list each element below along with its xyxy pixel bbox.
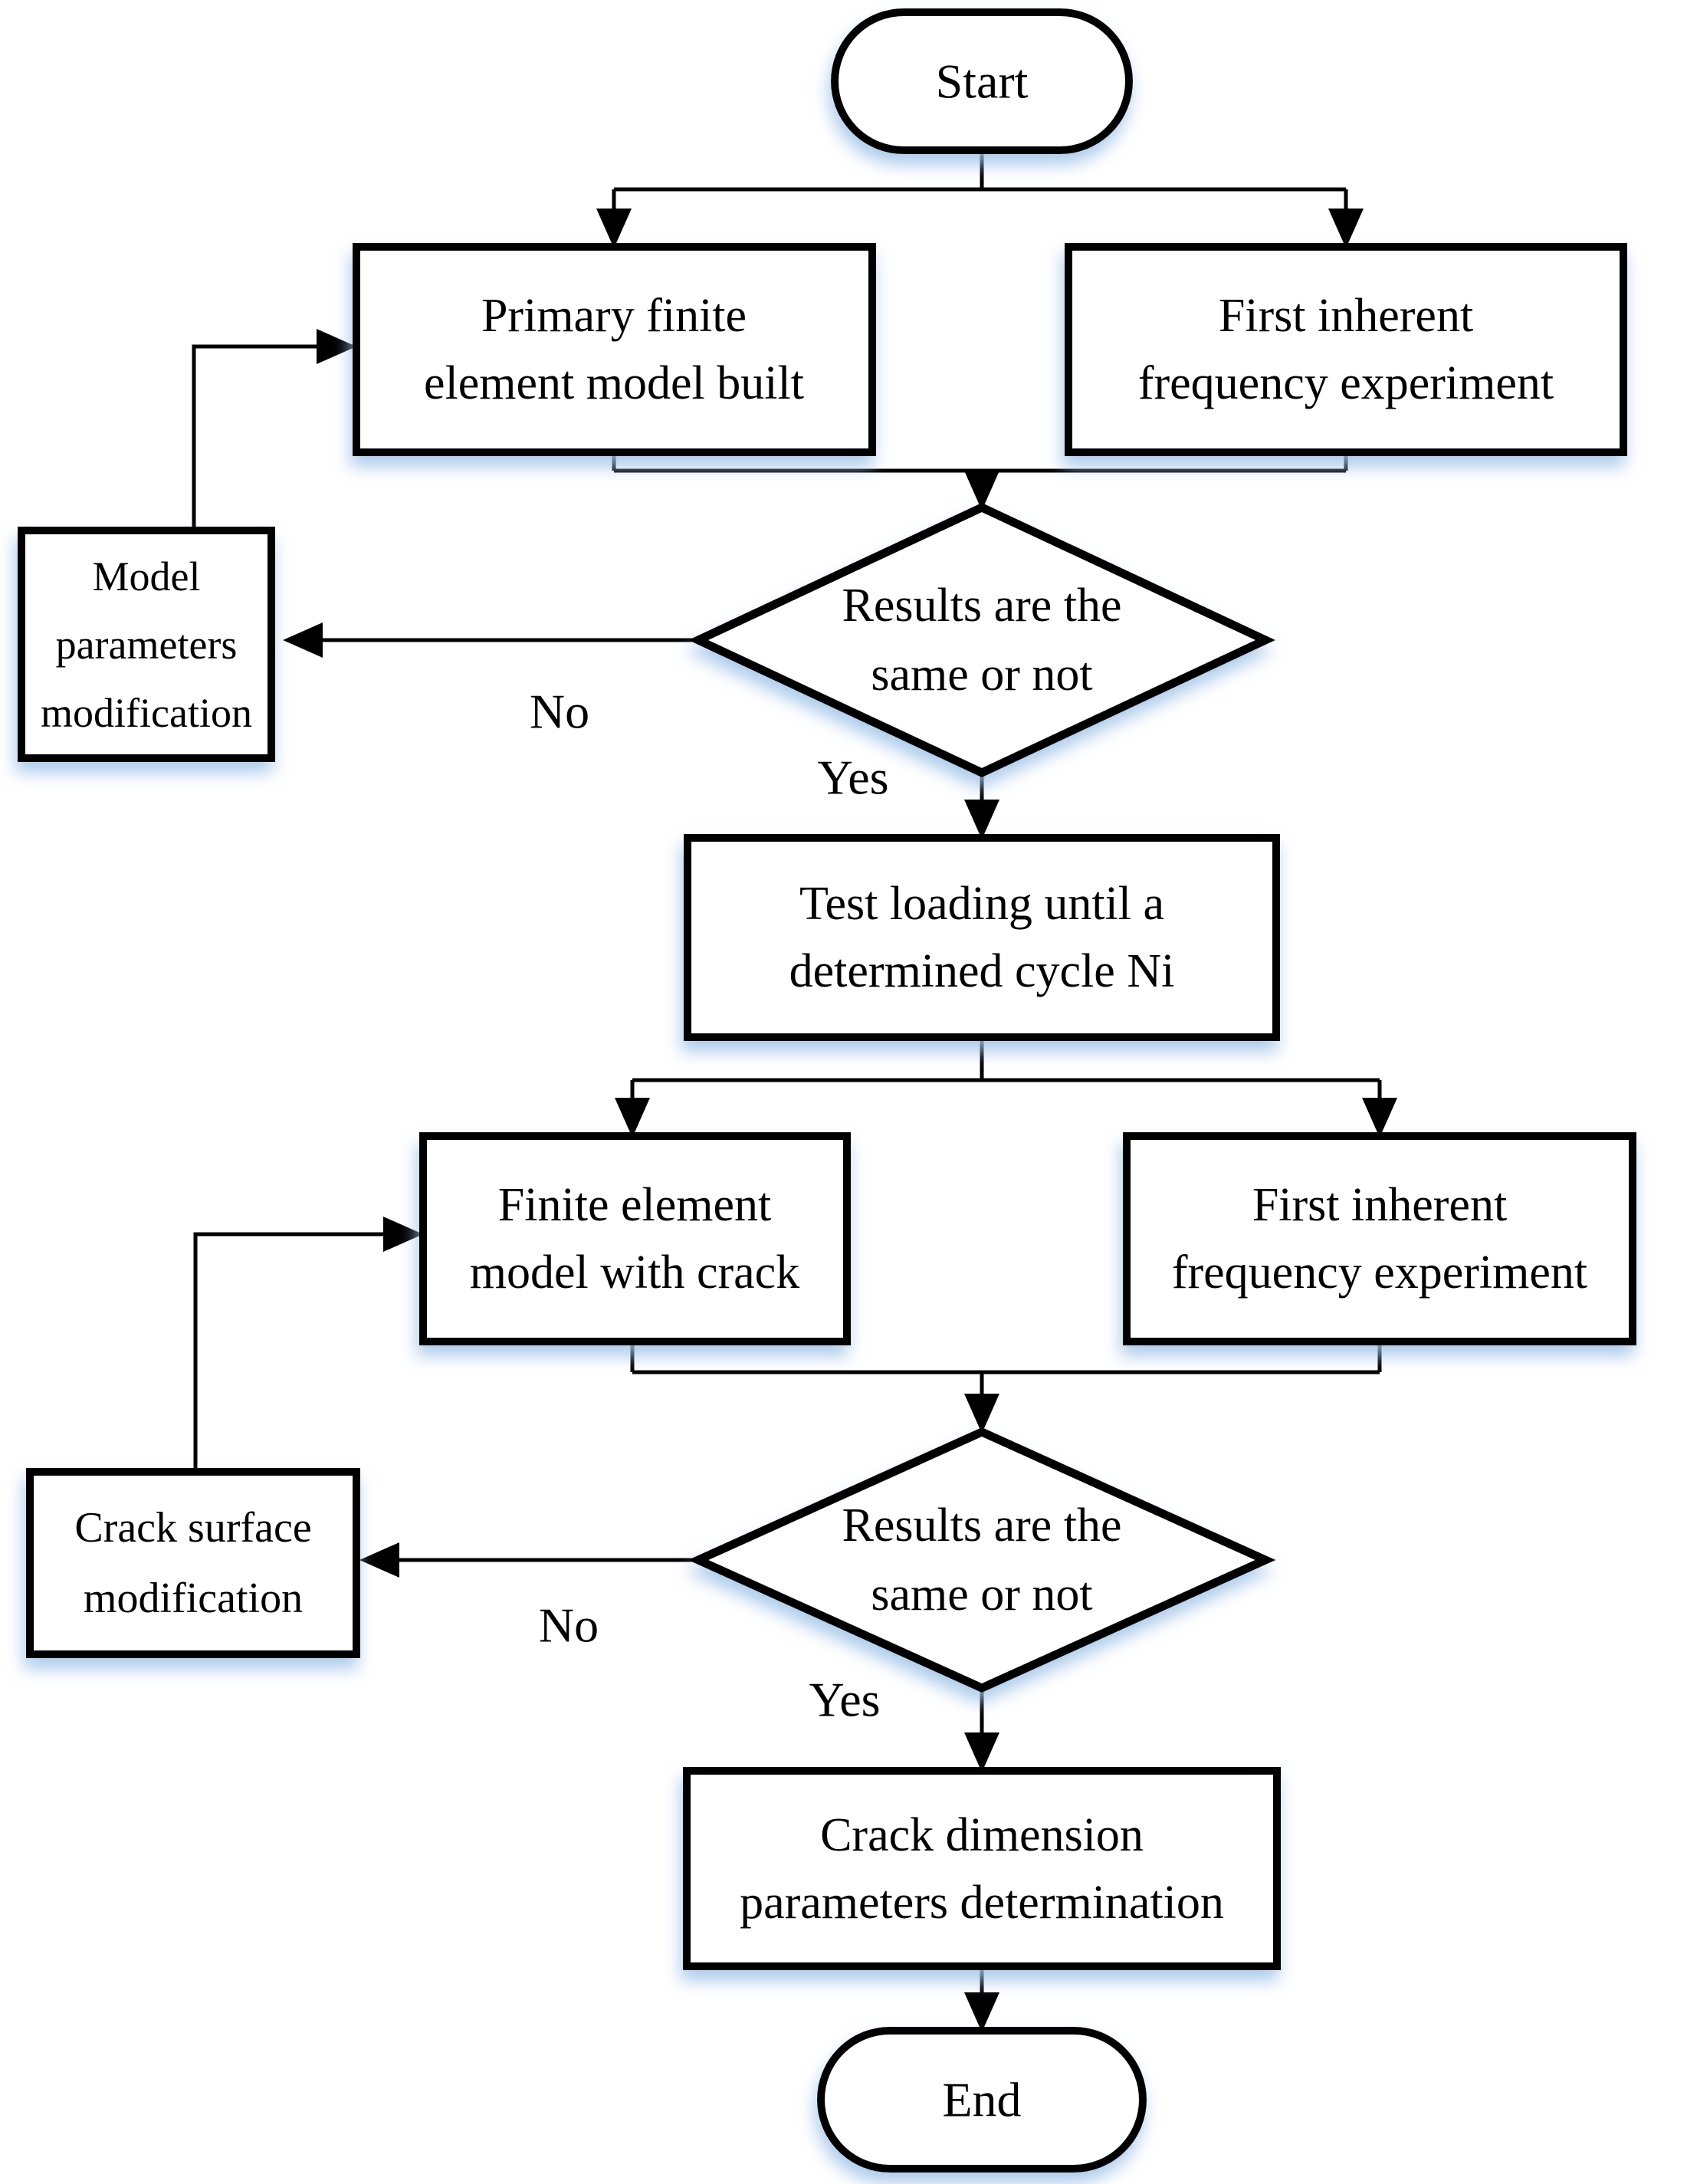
crack-dimension-shape — [683, 1767, 1281, 1970]
fem-with-crack-shape — [419, 1132, 851, 1345]
arrow-left-into-m2 — [359, 1542, 399, 1578]
model-parameters-line2: parameters — [56, 622, 238, 668]
frequency-experiment-2-line2: frequency experiment — [1172, 1246, 1587, 1299]
arrow-down-into-t1 — [964, 800, 999, 839]
process-fem-model-with-crack: Finite element model with crack — [419, 1132, 851, 1345]
edge-m1-feedback — [192, 344, 317, 530]
crack-surface-line2: modification — [84, 1575, 303, 1622]
decision-results-same-2: Results are the same or not — [688, 1427, 1276, 1693]
end-terminator: End — [817, 2027, 1147, 2173]
frequency-experiment-1-line2: frequency experiment — [1138, 357, 1554, 409]
model-parameters-shape — [18, 527, 275, 762]
arrow-down-into-p1 — [596, 209, 632, 248]
end-label: End — [942, 2073, 1021, 2127]
decision-2-line2: same or not — [871, 1568, 1092, 1621]
frequency-experiment-2-line1: First inherent — [1252, 1179, 1507, 1231]
connectors — [192, 150, 1397, 2032]
process-crack-surface-modification: Crack surface modification — [26, 1468, 360, 1658]
arrow-down-into-p2 — [1328, 209, 1364, 248]
arrow-down-into-c1 — [964, 1732, 999, 1772]
arrow-down-into-d1 — [964, 471, 999, 511]
frequency-experiment-2-shape — [1123, 1132, 1636, 1345]
label-no-1: No — [530, 685, 589, 739]
nodes: Start Primary finite element model built… — [18, 8, 1636, 2173]
decision-2-line1: Results are the — [842, 1499, 1121, 1552]
crack-dimension-line1: Crack dimension — [820, 1809, 1144, 1861]
decision-2-shape — [688, 1427, 1276, 1693]
fem-with-crack-line2: model with crack — [470, 1246, 799, 1299]
arrow-down-into-p3 — [615, 1098, 650, 1138]
start-label: Start — [936, 54, 1029, 109]
arrow-down-into-p4 — [1362, 1098, 1397, 1138]
frequency-experiment-1-line1: First inherent — [1219, 290, 1473, 342]
process-primary-fem-model: Primary finite element model built — [353, 243, 876, 456]
model-parameters-line3: modification — [41, 690, 252, 736]
process-model-parameters-modification: Model parameters modification — [18, 527, 275, 762]
label-yes-1: Yes — [817, 750, 888, 805]
label-yes-2: Yes — [809, 1673, 880, 1727]
decision-results-same-1: Results are the same or not — [688, 502, 1275, 778]
label-no-2: No — [539, 1598, 599, 1653]
test-loading-shape — [684, 834, 1280, 1041]
primary-fem-line1: Primary finite — [481, 290, 747, 342]
edge-m2-feedback — [193, 1232, 383, 1472]
crack-surface-line1: Crack surface — [74, 1504, 311, 1552]
crack-dimension-line2: parameters determination — [740, 1877, 1224, 1929]
decision-1-line1: Results are the — [842, 580, 1121, 632]
process-first-frequency-experiment-1: First inherent frequency experiment — [1065, 243, 1627, 456]
arrow-down-into-d2 — [964, 1394, 999, 1434]
primary-fem-shape — [353, 243, 876, 456]
end-shape — [817, 2027, 1147, 2173]
arrow-left-into-m1 — [283, 622, 323, 658]
crack-surface-shape — [26, 1468, 360, 1658]
fem-with-crack-line1: Finite element — [498, 1179, 771, 1231]
test-loading-line1: Test loading until a — [799, 878, 1164, 930]
model-parameters-line1: Model — [93, 553, 201, 599]
test-loading-line2: determined cycle Ni — [789, 945, 1175, 997]
decision-1-shape — [688, 502, 1275, 778]
primary-fem-line2: element model built — [424, 357, 804, 409]
arrow-right-into-p3 — [383, 1217, 423, 1252]
decision-1-line2: same or not — [871, 649, 1092, 701]
frequency-experiment-1-shape — [1065, 243, 1627, 456]
arrow-down-into-end — [964, 1992, 999, 2032]
process-crack-dimension-determination: Crack dimension parameters determination — [683, 1767, 1281, 1970]
process-first-frequency-experiment-2: First inherent frequency experiment — [1123, 1132, 1636, 1345]
arrow-right-into-p1 — [317, 329, 356, 364]
edge-labels: No Yes No Yes — [530, 685, 889, 1727]
start-shape — [831, 8, 1133, 154]
start-terminator: Start — [831, 8, 1133, 154]
process-test-loading: Test loading until a determined cycle Ni — [684, 834, 1280, 1041]
